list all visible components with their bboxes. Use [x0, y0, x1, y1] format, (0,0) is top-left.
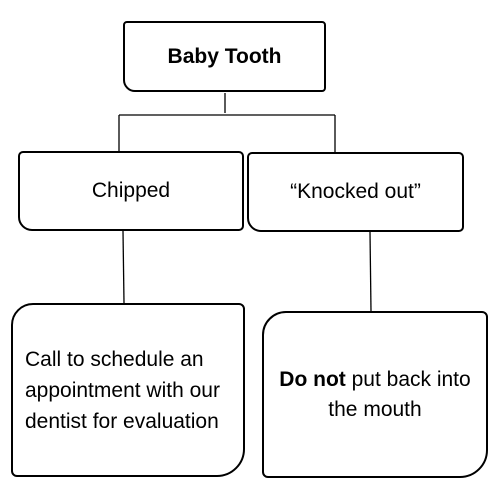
advice-knocked-out-text: Do not put back into the mouth: [264, 365, 486, 425]
branch-node-knocked-out: “Knocked out”: [247, 152, 464, 232]
branch-node-chipped: Chipped: [18, 151, 244, 231]
root-node-label: Baby Tooth: [167, 44, 282, 68]
chipped-to-advice-line: [122, 230, 125, 304]
branch-node-knocked-out-label: “Knocked out”: [290, 180, 421, 203]
advice-knocked-out-rest: put back into the mouth: [328, 367, 471, 421]
root-node-baby-tooth: Baby Tooth: [123, 21, 326, 92]
advice-node-chipped: Call to schedule an appointment with our…: [11, 303, 245, 477]
branch-node-chipped-label: Chipped: [91, 179, 171, 202]
advice-chipped-text: Call to schedule an appointment with our…: [25, 347, 220, 433]
knocked-to-advice-line: [369, 231, 372, 312]
advice-node-knocked-out: Do not put back into the mouth: [262, 311, 488, 478]
advice-knocked-out-emphasis: Do not: [279, 367, 346, 391]
